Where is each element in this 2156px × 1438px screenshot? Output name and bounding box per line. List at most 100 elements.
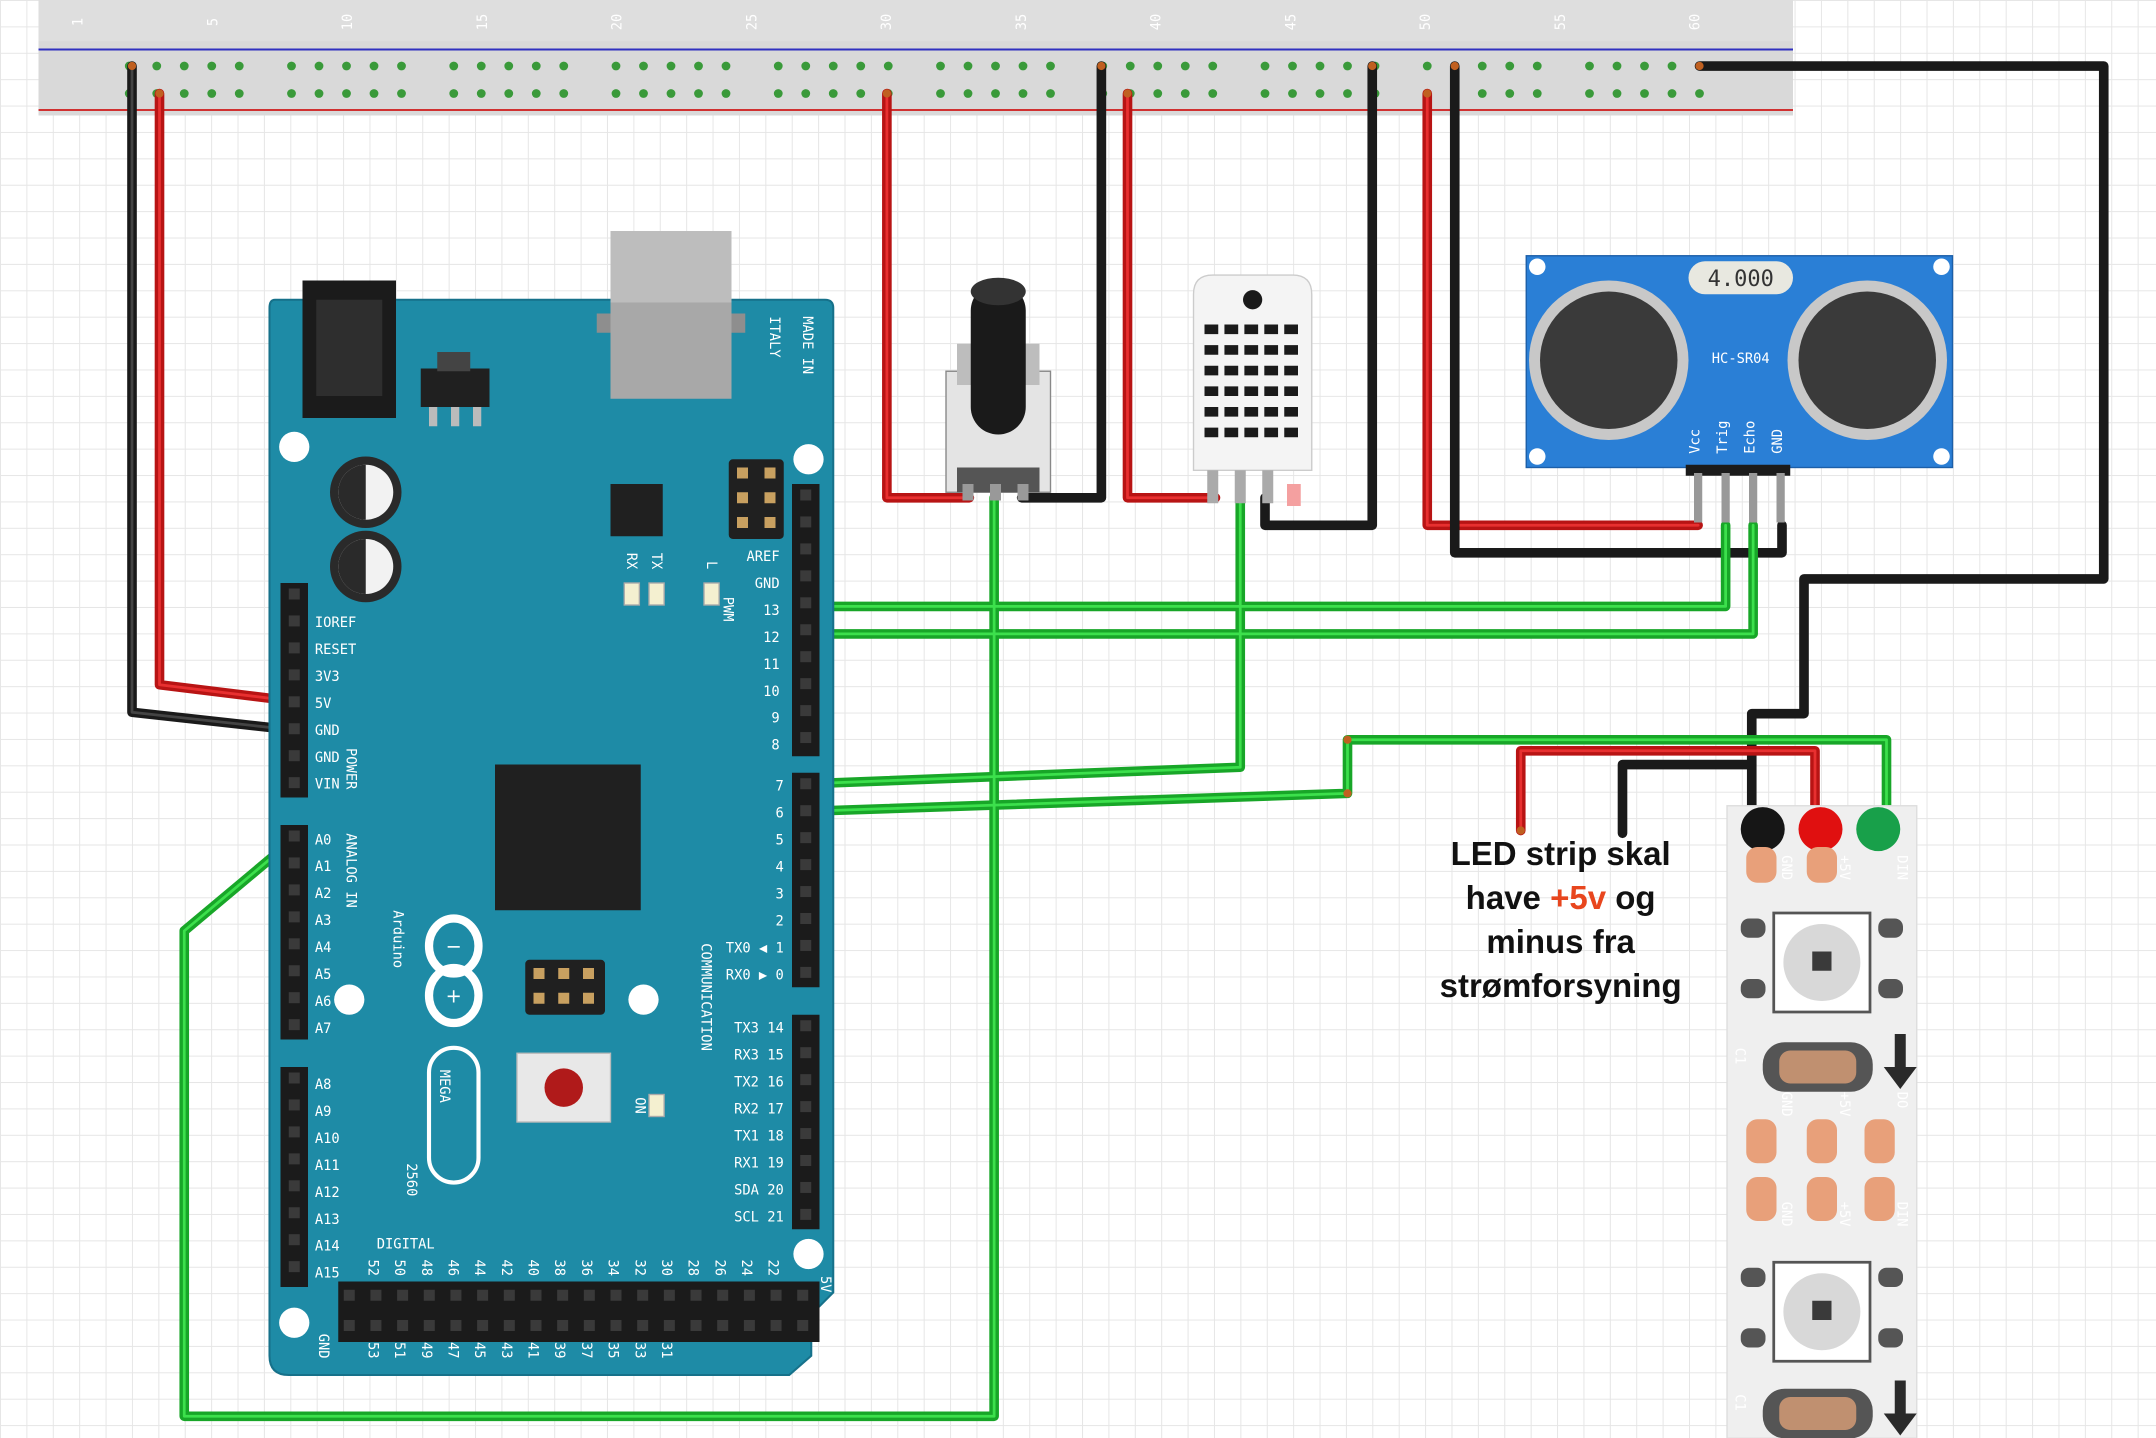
breadboard-hole[interactable] (694, 89, 703, 98)
header-pin[interactable] (343, 1289, 355, 1301)
header-pin[interactable] (288, 938, 300, 950)
breadboard-hole[interactable] (504, 61, 514, 71)
breadboard-hole[interactable] (1477, 61, 1487, 71)
header-pin[interactable] (800, 939, 812, 951)
breadboard-hole[interactable] (639, 61, 648, 71)
breadboard-hole[interactable] (1343, 89, 1352, 98)
breadboard-hole[interactable] (828, 89, 838, 98)
breadboard-hole[interactable] (611, 89, 621, 98)
header-pin[interactable] (690, 1320, 702, 1331)
header-pin[interactable] (800, 832, 812, 844)
breadboard-hole[interactable] (1180, 89, 1190, 98)
breadboard-hole[interactable] (1046, 61, 1055, 71)
header-pin[interactable] (288, 669, 300, 681)
header-pin[interactable] (423, 1320, 435, 1331)
breadboard-hole[interactable] (1208, 61, 1218, 71)
breadboard-hole[interactable] (342, 61, 351, 71)
breadboard-hole[interactable] (611, 61, 621, 71)
header-pin[interactable] (800, 913, 812, 924)
header-pin[interactable] (288, 615, 300, 627)
header-pin[interactable] (397, 1320, 409, 1331)
header-pin[interactable] (800, 516, 812, 528)
breadboard-hole[interactable] (397, 61, 406, 71)
header-pin[interactable] (450, 1320, 462, 1331)
header-pin[interactable] (800, 651, 812, 663)
header-pin[interactable] (800, 597, 812, 609)
breadboard-hole[interactable] (531, 61, 541, 71)
breadboard-hole[interactable] (1260, 89, 1270, 98)
breadboard-hole[interactable] (342, 89, 351, 98)
header-pin[interactable] (800, 966, 812, 978)
breadboard-hole[interactable] (1315, 89, 1325, 98)
header-pin[interactable] (797, 1289, 809, 1301)
breadboard-hole[interactable] (179, 61, 189, 71)
breadboard-hole[interactable] (1695, 89, 1704, 98)
breadboard-hole[interactable] (801, 89, 811, 98)
header-pin[interactable] (800, 678, 812, 690)
header-pin[interactable] (770, 1289, 782, 1301)
header-pin[interactable] (610, 1289, 622, 1301)
header-pin[interactable] (423, 1289, 435, 1301)
header-pin[interactable] (288, 1180, 300, 1192)
header-pin[interactable] (800, 1155, 812, 1166)
breadboard-hole[interactable] (1505, 89, 1515, 98)
header-pin[interactable] (800, 705, 812, 717)
breadboard-hole[interactable] (207, 89, 217, 98)
breadboard-hole[interactable] (449, 89, 459, 98)
header-pin[interactable] (800, 1047, 812, 1059)
header-pin[interactable] (743, 1289, 755, 1301)
header-pin[interactable] (800, 489, 812, 501)
breadboard-hole[interactable] (1640, 61, 1649, 71)
header-pin[interactable] (397, 1289, 409, 1301)
header-pin[interactable] (288, 1072, 300, 1084)
breadboard-hole[interactable] (856, 61, 866, 71)
breadboard-hole[interactable] (1505, 61, 1515, 71)
header-pin[interactable] (288, 777, 300, 789)
header-pin[interactable] (800, 859, 812, 871)
header-pin[interactable] (800, 543, 812, 555)
header-pin[interactable] (800, 886, 812, 898)
breadboard-hole[interactable] (369, 89, 379, 98)
header-pin[interactable] (717, 1320, 729, 1331)
header-pin[interactable] (477, 1320, 489, 1331)
breadboard-hole[interactable] (1477, 89, 1487, 98)
header-pin[interactable] (288, 696, 300, 708)
breadboard-hole[interactable] (1153, 89, 1163, 98)
breadboard-hole[interactable] (1532, 61, 1542, 71)
header-pin[interactable] (288, 723, 300, 735)
header-pin[interactable] (717, 1289, 729, 1301)
potentiometer-knob[interactable] (970, 283, 1026, 435)
breadboard-hole[interactable] (773, 89, 783, 98)
header-pin[interactable] (288, 857, 300, 869)
breadboard-hole[interactable] (666, 61, 676, 71)
header-pin[interactable] (557, 1289, 569, 1301)
breadboard-hole[interactable] (1667, 89, 1677, 98)
breadboard-hole[interactable] (1125, 61, 1135, 71)
header-pin[interactable] (288, 1099, 300, 1111)
header-pin[interactable] (637, 1289, 649, 1301)
header-pin[interactable] (797, 1320, 809, 1331)
header-pin[interactable] (288, 1126, 300, 1138)
breadboard-hole[interactable] (559, 61, 569, 71)
header-pin[interactable] (690, 1289, 702, 1301)
header-pin[interactable] (800, 624, 812, 636)
header-pin[interactable] (288, 588, 300, 600)
breadboard-hole[interactable] (287, 61, 296, 71)
header-pin[interactable] (800, 805, 812, 817)
breadboard-hole[interactable] (936, 61, 945, 71)
header-pin[interactable] (770, 1320, 782, 1331)
header-pin[interactable] (743, 1320, 755, 1331)
header-pin[interactable] (557, 1320, 569, 1331)
header-pin[interactable] (800, 1181, 812, 1193)
breadboard-hole[interactable] (559, 89, 569, 98)
breadboard-hole[interactable] (694, 61, 703, 71)
header-pin[interactable] (637, 1320, 649, 1331)
header-pin[interactable] (583, 1289, 595, 1301)
breadboard-hole[interactable] (1422, 61, 1432, 71)
breadboard-hole[interactable] (314, 61, 324, 71)
header-pin[interactable] (288, 911, 300, 923)
breadboard-hole[interactable] (991, 61, 1000, 71)
breadboard-hole[interactable] (856, 89, 866, 98)
breadboard-hole[interactable] (179, 89, 189, 98)
header-pin[interactable] (370, 1320, 382, 1331)
